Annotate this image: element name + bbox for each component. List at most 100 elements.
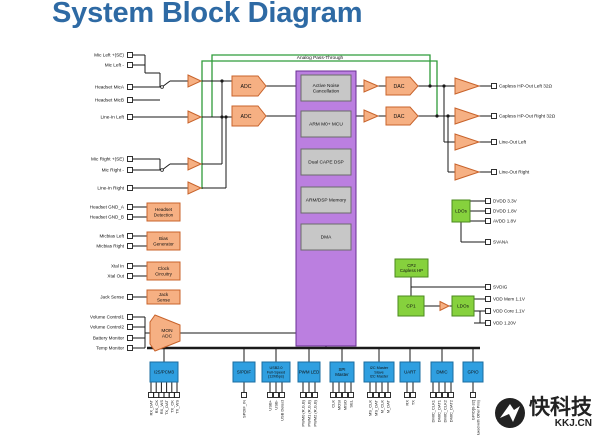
bottom-pin	[168, 392, 175, 398]
switch-node	[160, 168, 164, 172]
ldo2-output-pin	[485, 296, 491, 302]
bottom-block-label: I2S/PCM3	[154, 370, 175, 375]
watermark-url: KKJ.CN	[554, 418, 592, 429]
bottom-pin-label: MS_DAT	[374, 399, 379, 415]
output-pin	[491, 139, 497, 145]
adc-right-block	[231, 105, 267, 127]
bottom-pin	[448, 392, 454, 398]
input-pin	[127, 62, 133, 68]
ldo2-output-label: VDD Mem 1.1V	[493, 297, 526, 302]
cp1-block	[397, 295, 425, 317]
left-pin-label: Xtal Out	[107, 274, 124, 279]
bottom-block-label: S/PDIF	[237, 370, 251, 375]
bottom-pin-label: SEL	[349, 399, 354, 407]
dac-right-pre-amp-icon	[363, 109, 380, 123]
junction-dot	[442, 84, 446, 88]
input-pin	[127, 114, 133, 120]
output-pin	[491, 113, 497, 119]
left-function-block	[146, 202, 181, 222]
bottom-pin	[163, 392, 170, 398]
watermark: 快科技 KKJ.CN	[495, 396, 592, 429]
bottom-pin	[306, 392, 312, 398]
bottom-pin	[267, 392, 273, 398]
bottom-pin	[470, 392, 476, 398]
bottom-pin-label: USB+	[268, 399, 273, 410]
bottom-pin	[373, 392, 379, 398]
junction-dot	[435, 114, 439, 118]
junction-dot	[446, 114, 450, 118]
bottom-pin-label: TX_CK	[169, 400, 174, 413]
bottom-pin-label: RX_CK	[154, 400, 159, 414]
bottom-pin-label: DMIC_DAT1	[437, 399, 442, 422]
bottom-pin	[367, 392, 373, 398]
ldo-amp-icon	[439, 300, 451, 312]
left-pin-label: Micbias Left	[99, 234, 124, 239]
bottom-block-label: I2C Master	[370, 366, 389, 370]
dac-left-block	[385, 76, 419, 96]
core-sub-block	[300, 223, 352, 251]
bottom-pin	[273, 392, 279, 398]
left-pin-label: Xtal In	[111, 264, 124, 269]
mon-pin-label: Battery Monitor	[93, 336, 125, 341]
bottom-pin	[430, 392, 436, 398]
svdig-pin	[485, 284, 491, 290]
dac-left-pre-amp-icon	[363, 79, 380, 93]
analog-pass-through-label: Analog Pass-Through	[297, 55, 344, 61]
mon-pin	[127, 314, 133, 320]
cp2-label: Capless HP	[400, 268, 423, 273]
bottom-pin-label: M_DAT	[386, 399, 391, 413]
bottom-pin-label: MS_CLK	[368, 400, 373, 416]
input-label: Line-In Left	[101, 115, 125, 120]
input-pin	[127, 97, 133, 103]
bottom-pin	[158, 392, 165, 398]
output-amp-icon	[454, 163, 481, 181]
svdig-label: SVDIG	[493, 285, 508, 290]
ldo2-output-pin	[485, 320, 491, 326]
pga-right-amp-icon	[187, 157, 203, 171]
bottom-pin-label: DMIC_CLK2	[443, 399, 448, 422]
junction-dot	[220, 115, 224, 119]
core-sub-block	[300, 148, 352, 176]
bottom-pin-label: PWM2 (R,G,B)	[313, 399, 318, 426]
left-block-label: Clock	[158, 266, 170, 271]
bottom-peripheral-block	[261, 361, 291, 383]
bottom-pin	[300, 392, 306, 398]
mon-adc-label: ADC	[162, 333, 173, 339]
ldo2-output-pin	[485, 308, 491, 314]
left-function-block	[146, 289, 181, 305]
left-pin	[127, 263, 133, 269]
blocks	[127, 52, 497, 398]
input-pin	[127, 52, 133, 58]
bottom-pin-label: (Muxed with Other Pins)	[477, 400, 481, 435]
bottom-pin	[241, 392, 247, 398]
left-block-label: Jack	[159, 292, 169, 297]
bottom-peripheral-block	[430, 361, 454, 383]
bottom-pin	[336, 392, 342, 398]
left-pin	[127, 273, 133, 279]
mon-pin-label: Volume Control2	[90, 325, 124, 330]
bottom-block-label: Master	[335, 372, 349, 377]
core-sub-block-label: Active Noise	[313, 83, 340, 89]
output-label: Line-Out Left	[499, 140, 527, 145]
bottom-block-label: DMIC	[436, 370, 447, 375]
junction-dot	[428, 84, 432, 88]
core-sub-block-label: Cancellation	[313, 88, 340, 94]
cp2-block	[394, 258, 429, 278]
bottom-pin	[348, 392, 354, 398]
bottom-block-label: I2C Master	[370, 375, 389, 379]
bottom-block-label: (12Mbps)	[268, 375, 285, 379]
ldo-output-label: DVDD 3.3V	[493, 199, 518, 204]
input-pin	[127, 185, 133, 191]
bottom-pin	[174, 392, 180, 398]
left-pin	[127, 214, 133, 220]
mon-pin	[127, 345, 133, 351]
left-function-block	[146, 261, 181, 281]
input-label: Mic Right -	[102, 168, 125, 173]
ldo-output-label: DVDD 1.8V	[493, 209, 518, 214]
mon-pin	[127, 324, 133, 330]
bottom-pin	[385, 392, 391, 398]
output-label: Capless HP-Out Left 32Ω	[499, 84, 553, 89]
bottom-pin	[404, 392, 410, 398]
junction-dot	[220, 79, 224, 83]
